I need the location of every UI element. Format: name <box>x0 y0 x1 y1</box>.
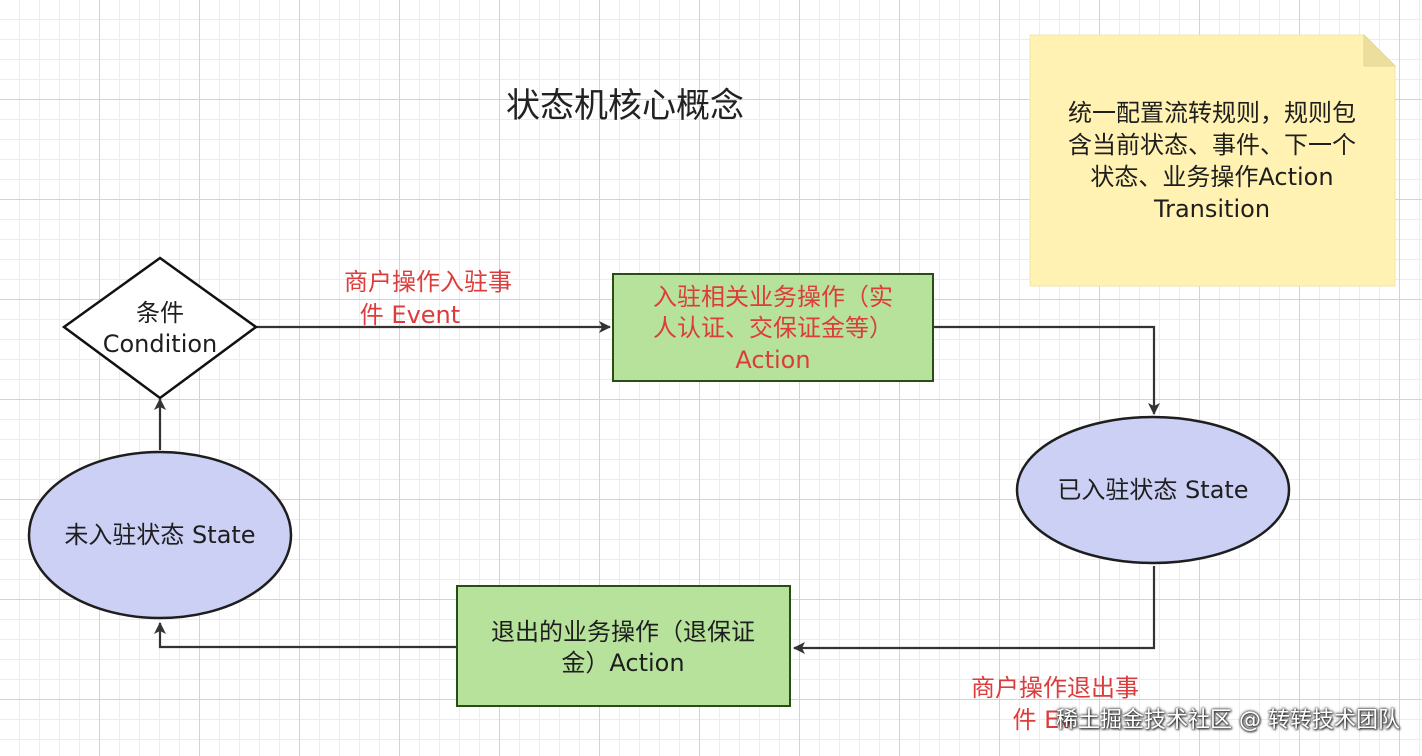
edge-action-out-to-unsettled <box>154 622 456 649</box>
state-settled-label: 已入驻状态 State <box>1057 476 1248 504</box>
condition-diamond <box>61 256 259 400</box>
state-unsettled-ellipse <box>27 450 293 620</box>
action-out-line-2: 金）Action <box>561 649 684 677</box>
state-settled-ellipse <box>1015 415 1291 565</box>
state-unsettled-label: 未入驻状态 State <box>64 521 255 549</box>
event-out-line-2: 件 Ev <box>1013 706 1074 734</box>
watermark-text: 稀土掘金技术社区 @ 转转技术团队 <box>1056 708 1400 733</box>
action-in-line-2: 人认证、交保证金等） <box>653 314 893 342</box>
action-in-line-3: Action <box>735 346 810 374</box>
action-out-line-1: 退出的业务操作（退保证 <box>491 618 755 646</box>
note-line-4: Transition <box>1153 195 1270 223</box>
action-in-line-1: 入驻相关业务操作（实 <box>653 283 893 311</box>
note-fold <box>1363 33 1397 67</box>
note-shape <box>1029 34 1396 287</box>
note-line-2: 含当前状态、事件、下一个 <box>1068 131 1356 159</box>
edge-action-in-to-settled <box>934 325 1160 415</box>
edge-settled-to-action-out <box>793 566 1156 654</box>
condition-line-2: Condition <box>103 330 218 358</box>
event-in-line-2: 件 Event <box>360 301 460 329</box>
action-out-box <box>456 585 791 707</box>
diagram-title: 状态机核心概念 <box>506 86 744 126</box>
event-out-line-1: 商户操作退出事 <box>971 674 1139 702</box>
action-in-box <box>612 273 934 382</box>
event-in-line-1: 商户操作入驻事 <box>344 268 512 296</box>
condition-line-1: 条件 <box>136 299 184 327</box>
note-line-3: 状态、业务操作Action <box>1090 163 1333 191</box>
note-line-1: 统一配置流转规则，规则包 <box>1068 99 1356 127</box>
